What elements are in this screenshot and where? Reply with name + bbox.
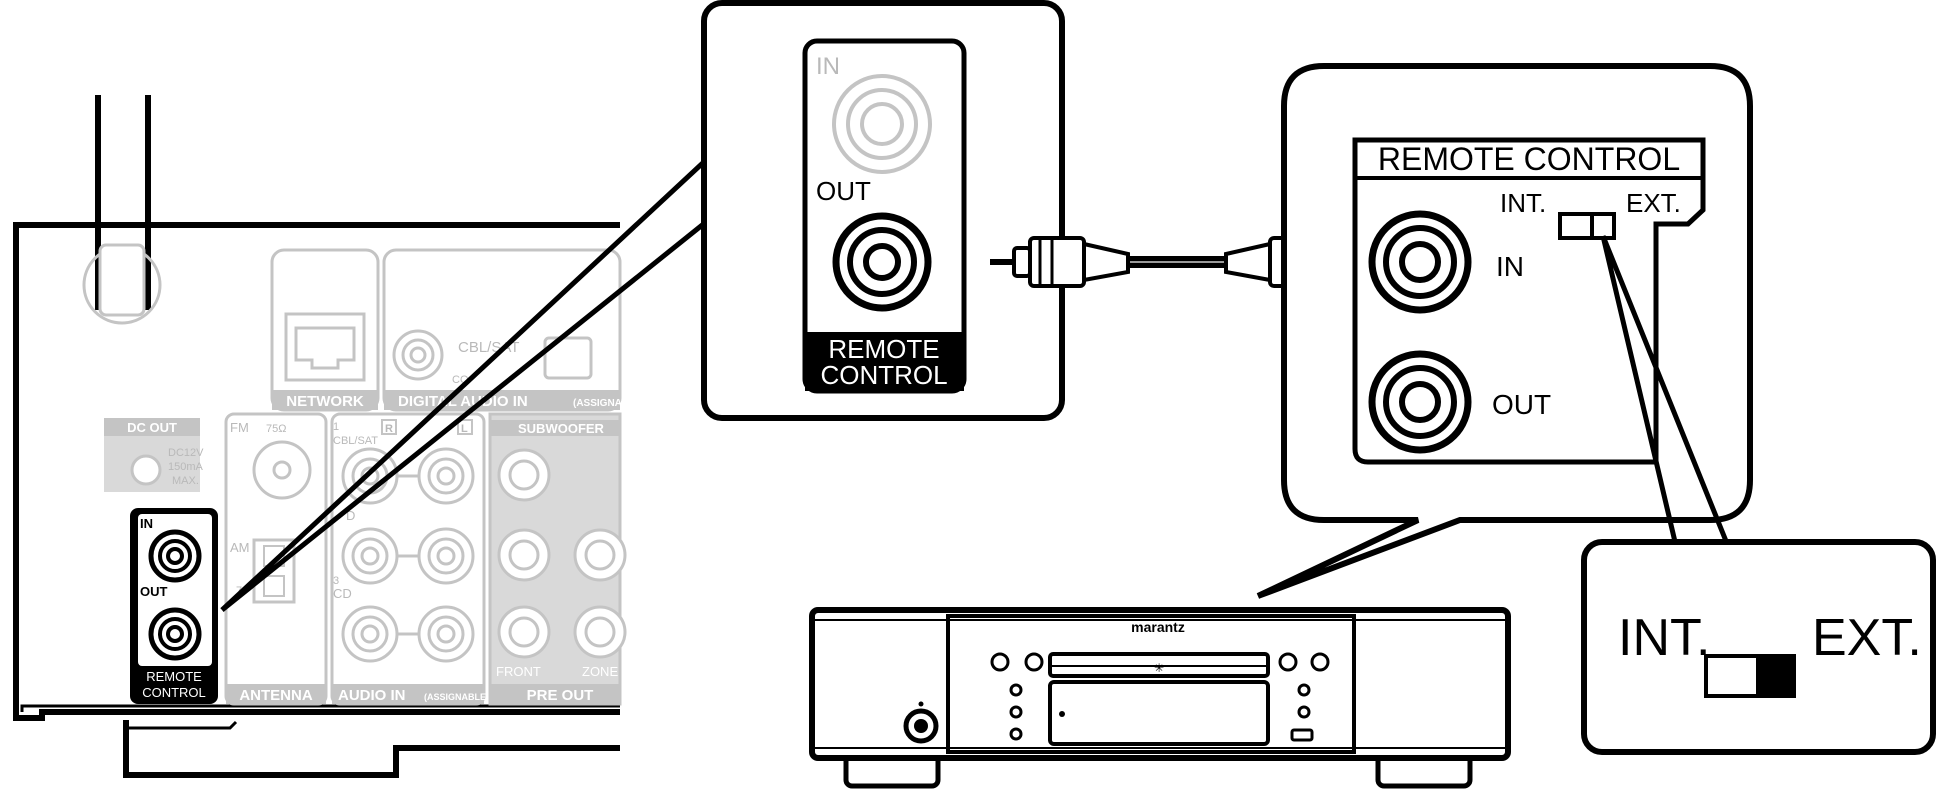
receiver-rc-in-label: IN	[140, 516, 153, 531]
pre-out-label: PRE OUT	[527, 687, 594, 704]
receiver-rc-in-jack[interactable]	[148, 529, 202, 583]
player-zoom-callout: REMOTE CONTROL INT. EXT. IN OUT	[1256, 63, 1753, 599]
audio-in-2-name: D	[346, 508, 355, 523]
zoom-out-jack[interactable]	[832, 212, 932, 312]
player-right-buttons[interactable]	[1278, 652, 1330, 742]
zone-label: ZONE	[582, 664, 618, 679]
am-label: AM	[230, 540, 250, 555]
player-ext-label: EXT.	[1626, 188, 1681, 218]
zoom-out-label: OUT	[816, 176, 871, 206]
brand-logo: marantz	[1131, 619, 1185, 635]
audio-in-label: AUDIO IN	[338, 687, 406, 704]
marantz-player: marantz ✳	[809, 607, 1511, 789]
fm-label: FM	[230, 420, 249, 435]
player-rc-out-jack[interactable]	[1368, 350, 1472, 454]
audio-in-3-name: CD	[333, 586, 352, 601]
detail-ext-label: EXT.	[1812, 609, 1922, 667]
receiver-zoom-callout: IN OUT REMOTE CONTROL	[701, 0, 1065, 421]
zoom-rc-label-1: REMOTE	[828, 334, 939, 364]
detail-int-label: INT.	[1618, 609, 1710, 667]
player-int-ext-switch[interactable]	[1558, 212, 1616, 240]
receiver-rc-out-label: OUT	[140, 584, 168, 599]
player-int-label: INT.	[1500, 188, 1546, 218]
power-button[interactable]	[903, 701, 939, 744]
zoom-rc-label-2: CONTROL	[820, 360, 947, 390]
player-rc-in-label: IN	[1496, 251, 1524, 282]
player-left-buttons[interactable]	[990, 652, 1044, 741]
player-rc-title: REMOTE CONTROL	[1378, 141, 1680, 177]
dc-spec-2: 150mA	[168, 461, 204, 473]
audio-in-1-name: CBL/SAT	[333, 435, 378, 447]
receiver-rc-label-1: REMOTE	[146, 669, 202, 684]
cbl-sat-optical-label: CBL/SAT	[458, 339, 519, 356]
dc-out-label: DC OUT	[127, 420, 177, 435]
digital-assignable-label: (ASSIGNABLE)	[573, 398, 645, 409]
player-rc-out-label: OUT	[1492, 389, 1551, 420]
player-rc-in-jack[interactable]	[1368, 210, 1472, 314]
front-label: FRONT	[496, 664, 541, 679]
zoom-in-jack	[832, 74, 932, 174]
receiver-callout-lines	[220, 158, 708, 612]
ohm-label: 75Ω	[266, 423, 286, 435]
switch-detail-callout: INT. EXT.	[1581, 539, 1936, 755]
detail-int-ext-switch[interactable]	[1704, 654, 1796, 698]
zoom-in-label: IN	[816, 53, 840, 80]
receiver-rc-label-2: CONTROL	[142, 685, 206, 700]
network-label: NETWORK	[286, 393, 364, 410]
dc-spec-1: DC12V	[168, 447, 204, 459]
right-channel-label: R	[385, 423, 393, 435]
disc-tray-symbol: ✳	[1154, 661, 1164, 675]
dc-spec-3: MAX.	[172, 475, 199, 487]
left-channel-label: L	[461, 423, 468, 435]
audio-in-1-num: 1	[333, 421, 339, 433]
audio-in-assignable-label: (ASSIGNABLE)	[424, 692, 489, 702]
switch-callout-lines	[1600, 235, 1731, 547]
receiver-rear-panel: NETWORK CBL/SAT CO DIGITAL AUDIO IN (ASS…	[13, 95, 645, 778]
subwoofer-label: SUBWOOFER	[518, 421, 605, 436]
receiver-rc-out-jack[interactable]	[148, 607, 202, 661]
antenna-label: ANTENNA	[239, 687, 312, 704]
audio-in-3-num: 3	[333, 575, 339, 587]
digital-audio-in-label: DIGITAL AUDIO IN	[398, 393, 528, 410]
